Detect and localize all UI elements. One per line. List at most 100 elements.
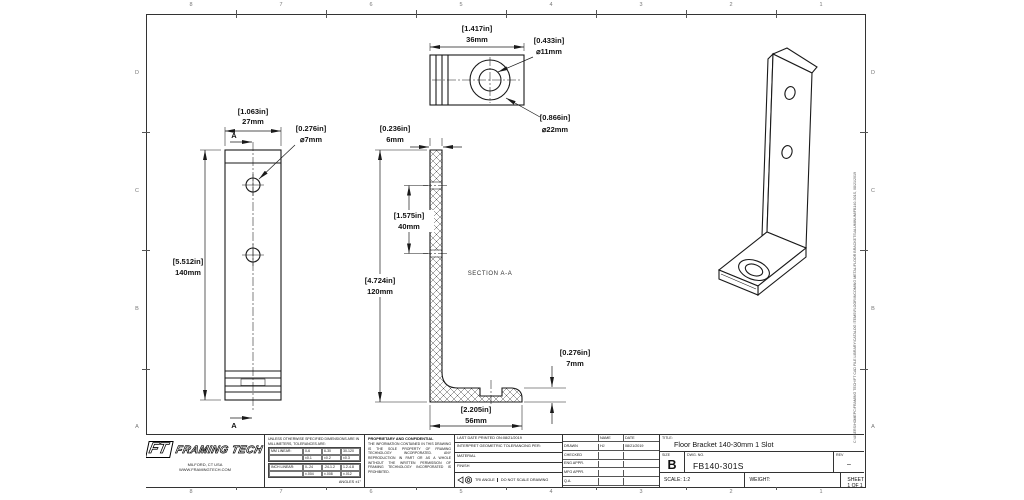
- material-finish-column: LAST DATE PRINTED ON:08/21/2019 INTERPRE…: [455, 435, 563, 487]
- zone-row-label: D: [871, 70, 875, 76]
- front-view: [1.063in] 27mm [5.512in] 140mm [0.276in]…: [173, 107, 327, 430]
- zone-tick: [416, 10, 417, 18]
- dwg-no-label: DWG. NO.: [687, 452, 705, 457]
- zone-col-label: 6: [369, 2, 373, 8]
- dim-top-width-mm: 36mm: [466, 35, 488, 44]
- dim-sec-span-in: [1.575in]: [394, 211, 425, 220]
- zone-row-label: B: [871, 306, 875, 312]
- tol-col: 0-6: [303, 448, 322, 455]
- approval-grid: NAME DATE DRAWN HJ 08/21/2019 CHECKED EN…: [563, 435, 660, 487]
- last-printed: LAST DATE PRINTED ON:08/21/2019: [455, 435, 562, 443]
- tol-inch-label: INCH LINEAR:: [269, 464, 303, 471]
- zone-col-label: 1: [819, 489, 823, 495]
- grid-row-label: Q.A.: [563, 478, 599, 486]
- zone-col-label: 2: [729, 2, 733, 8]
- third-angle-projection-icon: [457, 476, 473, 484]
- tol-val: ±.008: [322, 470, 341, 478]
- grid-row-name: [599, 478, 624, 486]
- zone-col-label: 3: [639, 489, 643, 495]
- grid-row-date: [624, 478, 659, 486]
- zone-col-label: 1: [819, 2, 823, 8]
- zone-tick: [776, 10, 777, 18]
- zone-col-label: 8: [189, 489, 193, 495]
- zone-col-label: 2: [729, 489, 733, 495]
- dim-sec-height-mm: 120mm: [367, 287, 393, 296]
- dim-front-height-mm: 140mm: [175, 268, 201, 277]
- grid-row-label: DRAWN: [563, 443, 599, 451]
- isometric-view: [717, 47, 818, 297]
- grid-row-name: [599, 452, 624, 460]
- tol-blank: [269, 470, 303, 478]
- zone-col-label: 8: [189, 2, 193, 8]
- grid-row-label: MFG APPR.: [563, 469, 599, 477]
- section-view: [0.236in] 6mm [1.575in] 40mm [4.724in] 1…: [355, 124, 591, 430]
- revision: –: [847, 460, 851, 468]
- proprietary-title: PROPRIETARY AND CONFIDENTIAL: [368, 437, 434, 441]
- grid-row-label: CHECKED: [563, 452, 599, 460]
- zone-row-label: A: [871, 424, 875, 430]
- zone-tick: [326, 10, 327, 18]
- section-label: SECTION A-A: [468, 271, 513, 277]
- tol-col: 1.2-4.8: [341, 464, 360, 471]
- tolerance-angles: ANGLES ±1°: [338, 479, 361, 484]
- zone-tick: [686, 10, 687, 18]
- title-label: TITLE:: [662, 436, 673, 440]
- grid-row-name: HJ: [599, 443, 624, 451]
- company-address: MILFORD, CT USA: [187, 462, 223, 467]
- grid-row-date: [624, 461, 659, 469]
- dim-sec-span-mm: 40mm: [398, 222, 420, 231]
- dim-front-hole-mm: ⌀7mm: [300, 135, 322, 144]
- grid-row-date: [624, 452, 659, 460]
- dim-sec-height-in: [4.724in]: [365, 276, 396, 285]
- zone-col-label: 5: [459, 489, 463, 495]
- drawing-views: [1.063in] 27mm [5.512in] 140mm [0.276in]…: [173, 24, 818, 430]
- dim-front-width-in: [1.063in]: [238, 107, 269, 116]
- zone-row-label: B: [135, 306, 139, 312]
- zone-tick: [142, 132, 150, 133]
- dim-top-width-in: [1.417in]: [462, 24, 493, 33]
- dim-sec-thickness-mm: 6mm: [386, 135, 404, 144]
- zone-col-label: 6: [369, 489, 373, 495]
- zone-col-label: 4: [549, 489, 553, 495]
- weight: WEIGHT:: [744, 473, 840, 487]
- company-logo: FT FRAMING TECH: [146, 440, 264, 458]
- zone-tick: [596, 10, 597, 18]
- dim-front-hole-in: [0.276in]: [296, 124, 327, 133]
- grid-row-label: ENG APPR.: [563, 460, 599, 469]
- zone-tick: [860, 369, 868, 370]
- tol-val: ±.012: [341, 470, 360, 478]
- tolerance-table-metric: MM LINEAR: 0-6 6-30 30-120 ±0.1 ±0.2 ±0.…: [268, 447, 361, 463]
- grid-corner: [563, 435, 599, 443]
- dim-sec-baseth-mm: 7mm: [566, 359, 584, 368]
- grid-row-date: 08/21/2019: [624, 444, 659, 451]
- tol-val: ±0.1: [303, 454, 322, 462]
- logo-company-name: FRAMING TECH: [174, 444, 264, 457]
- zone-row-label: C: [135, 188, 139, 194]
- title-block: FT FRAMING TECH MILFORD, CT USA WWW.FRAM…: [146, 434, 864, 487]
- interpret-note: INTERPRET GEOMETRIC TOLERANCING PER:: [455, 443, 562, 453]
- tol-blank: [269, 454, 303, 462]
- zone-col-label: 4: [549, 2, 553, 8]
- tol-metric-label: MM LINEAR:: [269, 448, 303, 455]
- tol-col: 6-30: [322, 448, 341, 455]
- dim-sec-baselen-in: [2.205in]: [461, 405, 492, 414]
- sheet-count: SHEET 1 OF 1: [840, 473, 864, 487]
- zone-tick: [142, 250, 150, 251]
- tol-col: .24-1.2: [322, 464, 341, 471]
- grid-name-header: NAME: [599, 435, 624, 443]
- zone-tick: [142, 369, 150, 370]
- dim-sec-thickness-in: [0.236in]: [380, 124, 411, 133]
- dim-sec-baselen-mm: 56mm: [465, 416, 487, 425]
- zone-col-label: 3: [639, 2, 643, 8]
- grid-row-name: [599, 460, 624, 469]
- zone-tick: [506, 10, 507, 18]
- zone-col-label: 7: [279, 2, 283, 8]
- company-logo-cell: FT FRAMING TECH MILFORD, CT USA WWW.FRAM…: [146, 435, 265, 487]
- zone-row-label: C: [871, 188, 875, 194]
- zone-col-label: 7: [279, 489, 283, 495]
- proprietary-notice: PROPRIETARY AND CONFIDENTIAL THE INFORMA…: [365, 435, 455, 487]
- tol-val: ±0.3: [341, 454, 360, 462]
- zone-row-label: D: [135, 70, 139, 76]
- zone-col-label: 5: [459, 2, 463, 8]
